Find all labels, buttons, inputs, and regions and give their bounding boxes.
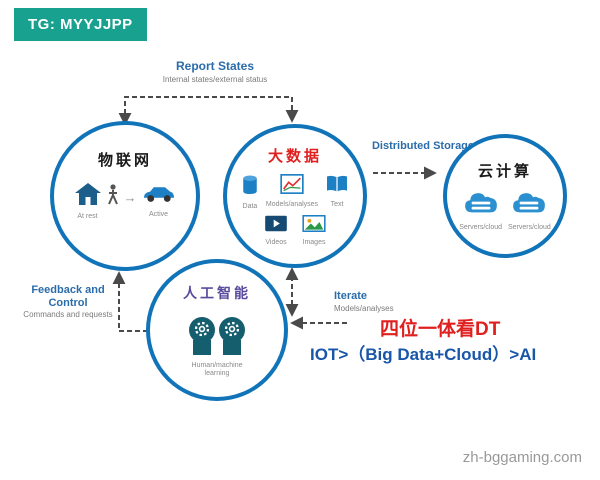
ai-title: 人工智能 <box>183 285 251 301</box>
report-states-subtitle: Internal states/external status <box>162 74 268 84</box>
iot-circle: 物联网 At rest → <box>50 121 200 271</box>
machine-learning-heads-icon <box>185 313 249 360</box>
feedback-control-label: Feedback and Control Commands and reques… <box>12 284 124 319</box>
caption-line1: 四位一体看DT <box>380 319 501 340</box>
cloud-icon-row: Servers/cloud Servers/cloud <box>459 189 551 232</box>
distributed-storage-label: Distributed Storage <box>362 140 484 153</box>
big-data-circle: 大数据 Data Mode <box>223 124 367 268</box>
iterate-label: Iterate Models/analyses <box>334 290 444 313</box>
report-states-title: Report States <box>175 59 255 73</box>
iot-icon-row: At rest → Active <box>74 182 177 221</box>
iot-car-group: Active <box>141 184 177 219</box>
tg-badge: TG: MYYJJPP <box>14 8 147 41</box>
caption-line2: IOT>（Big Data+Cloud）>AI <box>310 345 537 364</box>
videos-group: Videos <box>264 215 288 247</box>
big-data-row-2: Videos Images <box>264 214 326 247</box>
report-states-label: Report States Internal states/external s… <box>135 59 295 84</box>
cloud-title: 云计算 <box>477 163 532 180</box>
book-icon <box>325 174 349 199</box>
cloud-server-icon <box>462 189 500 222</box>
chart-icon <box>280 174 304 199</box>
videos-label: Videos <box>265 238 287 246</box>
iot-house-group: At rest <box>74 182 102 221</box>
big-data-row-1: Data Models/analyses <box>241 174 349 211</box>
text-group: Text <box>325 174 349 209</box>
big-data-title: 大数据 <box>267 148 322 165</box>
servers-cloud-left-group: Servers/cloud <box>459 189 502 232</box>
report-states-arrow <box>118 96 299 126</box>
image-icon <box>302 214 326 237</box>
watermark: zh-bggaming.com <box>462 449 582 466</box>
servers-cloud-right-label: Servers/cloud <box>508 224 551 231</box>
video-icon <box>264 215 288 237</box>
text-label: Text <box>330 201 344 208</box>
models-group: Models/analyses <box>266 174 318 209</box>
iot-title: 物联网 <box>97 152 152 169</box>
at-rest-label: At rest <box>77 213 98 220</box>
iterate-subtitle: Models/analyses <box>334 303 394 313</box>
human-machine-learning-label: Human/machine learning <box>191 362 243 377</box>
data-label: Data <box>242 203 258 210</box>
models-analyses-label: Models/analyses <box>265 201 319 208</box>
cloud-server-icon <box>510 189 548 222</box>
iterate-title: Iterate <box>334 290 368 302</box>
distributed-storage-title: Distributed Storage <box>371 140 475 152</box>
feedback-control-subtitle: Commands and requests <box>23 310 113 320</box>
servers-cloud-right-group: Servers/cloud <box>508 189 551 232</box>
ai-circle: 人工智能 Human/machine learning <box>146 259 288 401</box>
data-group: Data <box>241 174 259 211</box>
active-label: Active <box>148 211 169 218</box>
feedback-control-title: Feedback and Control <box>31 284 105 309</box>
images-label: Images <box>302 238 326 246</box>
rest-to-active-arrow-icon: → <box>123 189 137 205</box>
servers-cloud-left-label: Servers/cloud <box>459 224 502 231</box>
walking-person-icon <box>106 184 120 211</box>
car-icon <box>141 184 177 209</box>
database-cylinder-icon <box>241 174 259 201</box>
images-group: Images <box>302 214 326 247</box>
house-icon <box>74 182 102 211</box>
cloud-circle: 云计算 Servers/cloud <box>443 134 567 258</box>
